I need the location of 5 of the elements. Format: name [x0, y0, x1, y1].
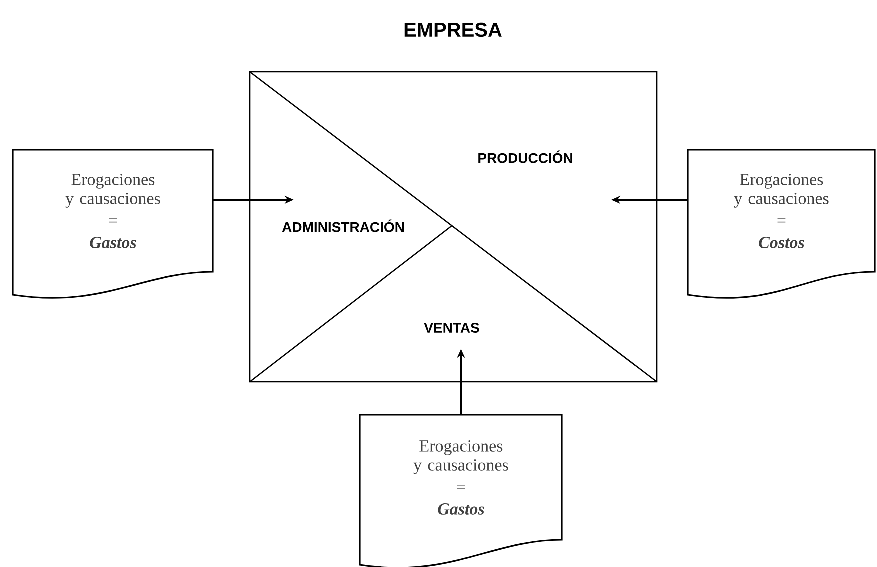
region-label: VENTAS [424, 323, 480, 333]
title: EMPRESA [404, 22, 502, 38]
company-box [249, 71, 658, 383]
region-label: ADMINISTRACIÓN [282, 220, 404, 232]
region-label: PRODUCCIÓN [478, 150, 572, 164]
